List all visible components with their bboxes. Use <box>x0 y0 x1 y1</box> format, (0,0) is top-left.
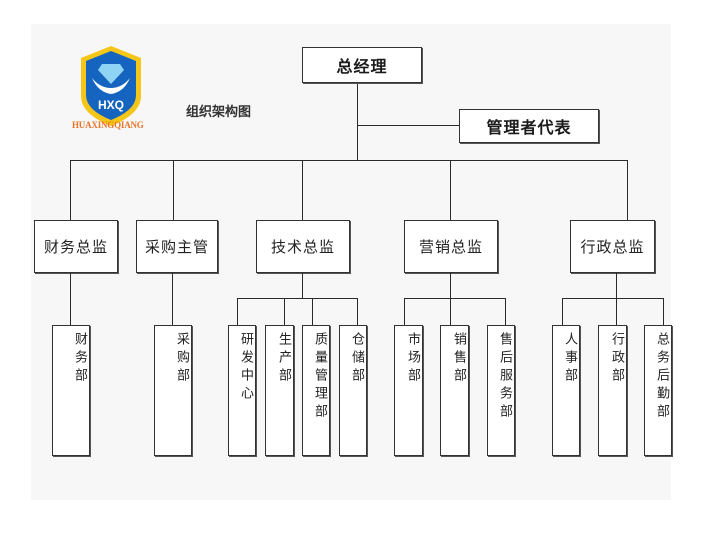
node-management-representative[interactable]: 管理者代表 <box>459 109 599 143</box>
connector <box>404 298 506 299</box>
node-label: 管理者代表 <box>486 118 572 137</box>
node-sales-dept[interactable]: 销售部 <box>440 325 469 456</box>
node-admin-dept[interactable]: 行政部 <box>598 325 627 456</box>
connector <box>616 273 617 298</box>
node-label: 总务后勤部 <box>654 332 669 422</box>
diamond-icon <box>98 64 124 84</box>
connector <box>237 298 358 299</box>
connector <box>312 298 313 325</box>
node-label: 采购主管 <box>144 238 209 256</box>
node-label: 质量管理部 <box>312 332 327 422</box>
node-label: 行政部 <box>609 332 624 386</box>
logo-initials: HXQ <box>97 98 124 112</box>
node-technical-director[interactable]: 技术总监 <box>256 220 350 273</box>
connector <box>562 298 563 325</box>
node-logistics-dept[interactable]: 总务后勤部 <box>644 325 672 456</box>
node-purchasing-manager[interactable]: 采购主管 <box>136 220 218 273</box>
connector <box>70 273 71 325</box>
node-market-dept[interactable]: 市场部 <box>394 325 423 456</box>
node-production-dept[interactable]: 生产部 <box>265 325 294 456</box>
node-hr-dept[interactable]: 人事部 <box>552 325 580 456</box>
node-label: 技术总监 <box>270 238 335 256</box>
node-finance-dept[interactable]: 财务部 <box>52 325 90 456</box>
node-label: 财务总监 <box>43 238 108 256</box>
node-purchasing-dept[interactable]: 采购部 <box>154 325 192 456</box>
connector <box>404 298 405 325</box>
node-label: 总经理 <box>336 57 388 76</box>
node-label: 仓储部 <box>349 332 364 386</box>
connector <box>663 298 664 325</box>
node-label: 市场部 <box>405 332 420 386</box>
node-label: 营销总监 <box>418 238 483 256</box>
node-admin-director[interactable]: 行政总监 <box>570 220 655 273</box>
node-warehouse-dept[interactable]: 仓储部 <box>339 325 367 456</box>
node-label: 生产部 <box>276 332 291 386</box>
node-finance-director[interactable]: 财务总监 <box>34 220 118 273</box>
node-label: 行政总监 <box>580 238 645 256</box>
connector <box>357 82 358 160</box>
connector <box>357 298 358 325</box>
node-label: 财务部 <box>72 332 87 386</box>
chart-title: 组织架构图 <box>186 105 252 120</box>
connector <box>302 160 303 220</box>
node-quality-dept[interactable]: 质量管理部 <box>302 325 330 456</box>
company-logo: HXQ <box>78 44 144 130</box>
connector <box>284 298 285 325</box>
shield-icon <box>81 46 141 126</box>
connector <box>505 298 506 325</box>
node-label: 人事部 <box>562 332 577 386</box>
connector <box>450 273 451 298</box>
connector <box>450 298 451 325</box>
node-general-manager[interactable]: 总经理 <box>302 47 422 83</box>
connector <box>450 160 451 220</box>
logo-wordmark: HUAXINGQIANG <box>72 120 144 130</box>
node-label: 采购部 <box>174 332 189 386</box>
node-after-sales-dept[interactable]: 售后服务部 <box>487 325 515 456</box>
connector <box>172 273 173 325</box>
hands-icon <box>92 78 130 94</box>
connector <box>302 273 303 298</box>
connector <box>70 160 628 161</box>
node-label: 售后服务部 <box>497 332 512 422</box>
connector <box>70 160 71 220</box>
connector <box>237 298 238 325</box>
connector <box>616 298 617 325</box>
node-rd-center[interactable]: 研发中心 <box>228 325 256 456</box>
node-label: 销售部 <box>451 332 466 386</box>
connector <box>562 298 664 299</box>
node-marketing-director[interactable]: 营销总监 <box>404 220 498 273</box>
connector <box>627 160 628 220</box>
connector <box>358 125 459 126</box>
connector <box>173 160 174 220</box>
node-label: 研发中心 <box>238 332 253 404</box>
